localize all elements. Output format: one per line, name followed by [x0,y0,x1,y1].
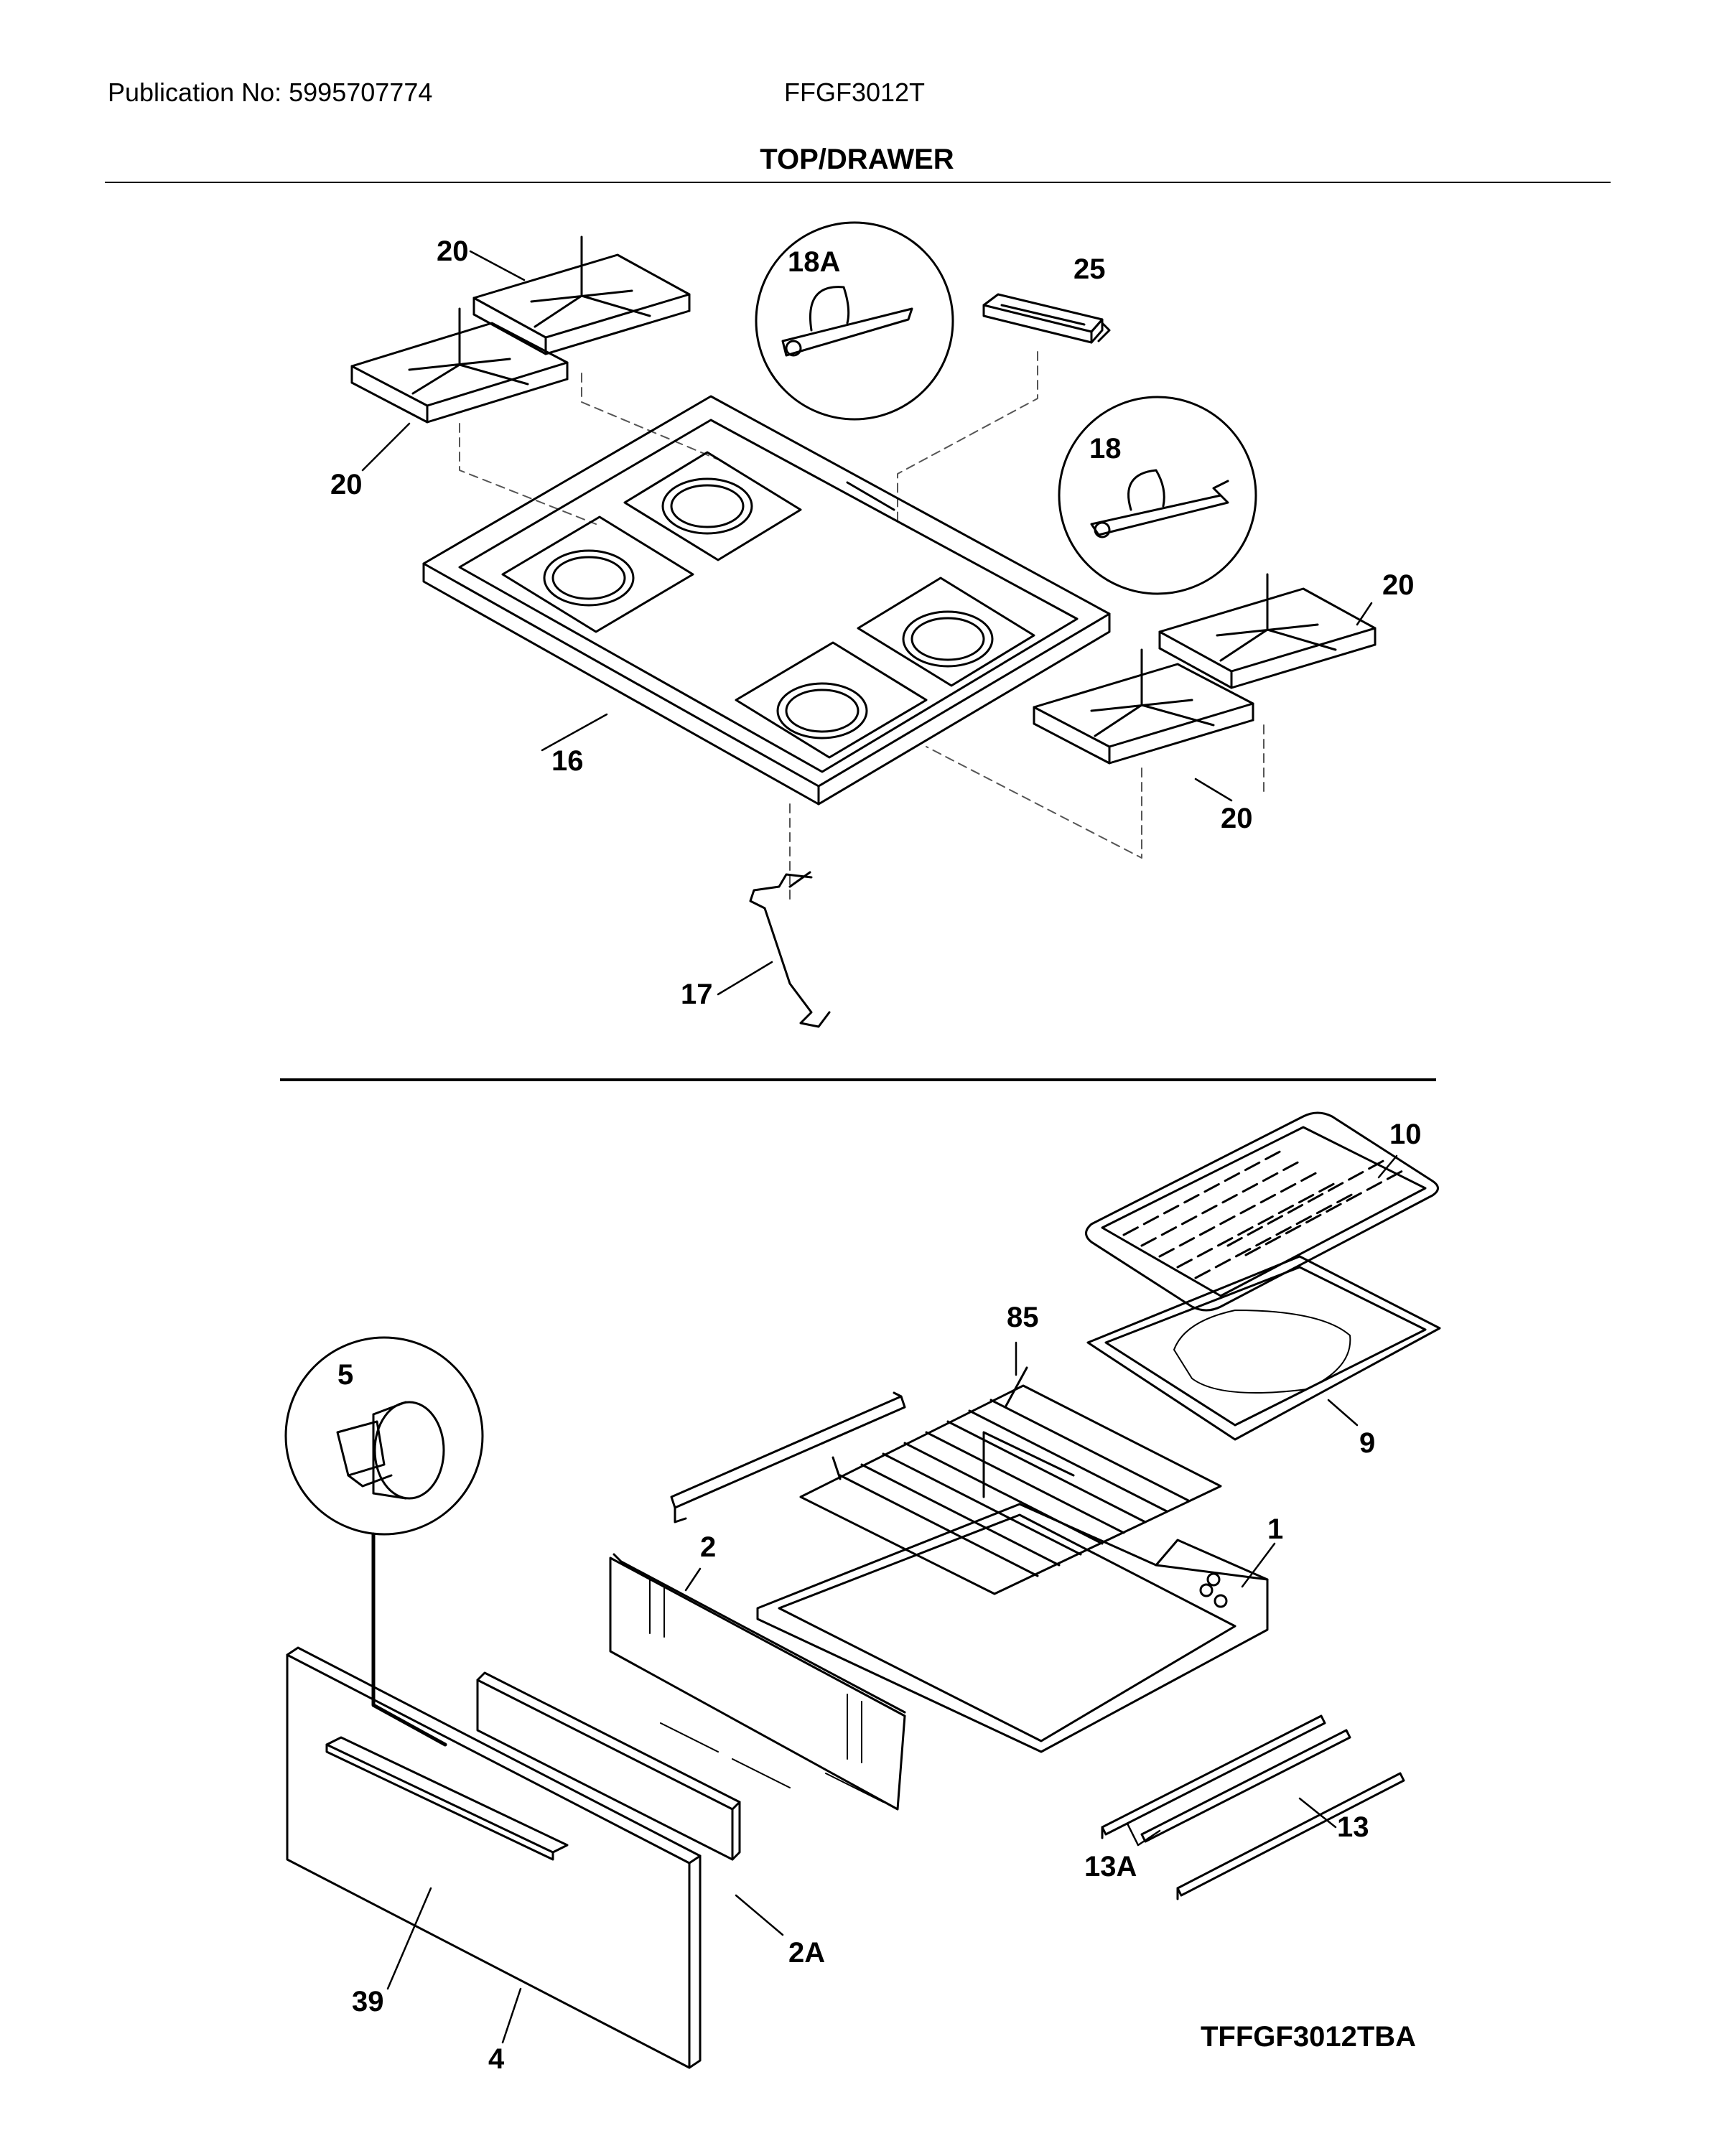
label-18: 18 [1089,433,1122,465]
drawer-inner-front-2a [476,1671,741,1861]
page-title: TOP/DRAWER [760,144,954,175]
inset-18a [755,221,954,421]
label-18a: 18A [788,246,841,278]
label-20: 20 [1221,803,1253,834]
leader-lines-bottom [386,1154,1398,2044]
leader-5-to-drawer [371,1532,447,1747]
leader-lines-top [361,250,1373,996]
label-17: 17 [681,979,713,1010]
label-20: 20 [330,469,363,500]
label-10: 10 [1389,1119,1422,1150]
drawer-panel-2 [609,1553,906,1811]
label-39: 39 [352,1986,384,2017]
broil-rack-85 [799,1366,1222,1595]
broiler-pan-9 [1086,1255,1441,1441]
section-divider [280,1078,1436,1081]
inset-18 [1058,396,1257,595]
cooktop-16 [422,395,1111,806]
drawer-body-1 [756,1503,1269,1753]
label-2a: 2A [788,1937,826,1969]
label-20: 20 [1382,569,1415,601]
broiler-pan-insert-10 [1085,1111,1439,1312]
label-20: 20 [437,235,469,267]
label-16: 16 [551,745,584,777]
drawer-handle-39 [325,1736,569,1861]
figure-id: TFFGF3012TBA [1201,2021,1417,2053]
label-2: 2 [700,1531,717,1563]
label-85: 85 [1007,1302,1039,1333]
label-9: 9 [1359,1427,1376,1459]
label-1: 1 [1267,1513,1284,1545]
part-17-wire [749,871,831,1028]
part-25-clip [982,293,1111,344]
label-13: 13 [1337,1811,1369,1843]
burner-grate-back-left [472,235,691,355]
label-5: 5 [337,1359,354,1391]
drawer-front-4 [286,1646,702,2069]
right-slide-rails-13 [1101,1714,1405,1900]
burner-grate-back-right [1158,573,1377,689]
label-4: 4 [488,2043,505,2075]
inset-5 [284,1336,484,1536]
top-rule [105,182,1611,183]
burner-grate-front-left [350,307,569,424]
burner-grate-front-right [1033,648,1254,765]
label-25: 25 [1073,253,1106,285]
publication-number: Publication No: 5995707774 [108,78,433,107]
left-slide-rail [670,1391,906,1523]
label-13a: 13A [1084,1851,1137,1882]
model-number: FFGF3012T [784,78,926,107]
